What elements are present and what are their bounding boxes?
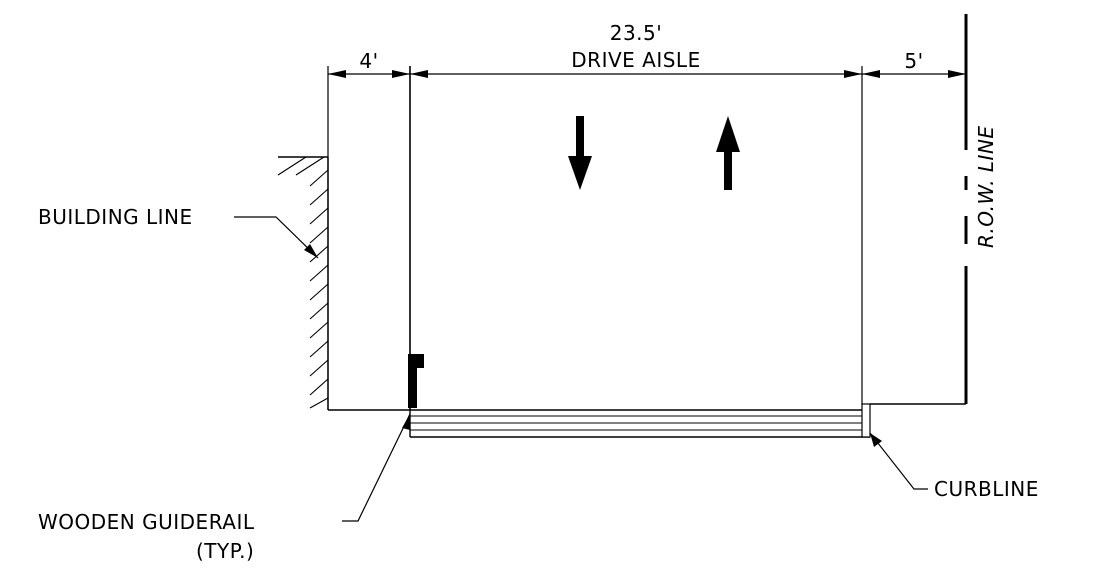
guiderail-leader-arrow [402, 414, 410, 430]
guiderail-label: WOODEN GUIDERAIL [38, 510, 255, 534]
wooden-guiderail-post [408, 354, 424, 408]
dimension-drive-aisle-width: 23.5' [610, 21, 663, 45]
traffic-arrow-down [568, 116, 592, 190]
building-wall [277, 156, 410, 411]
building-line-label: BUILDING LINE [38, 205, 193, 229]
curbline-leader [869, 432, 928, 490]
guiderail-note: (TYP.) [196, 539, 254, 563]
traffic-arrow-up [716, 116, 740, 190]
row-line-label: R.O.W. LINE [974, 125, 998, 248]
curbline-label: CURBLINE [934, 477, 1039, 501]
building-line-leader [234, 216, 319, 259]
curb-strip [409, 403, 871, 438]
dimension-right-offset: 5' [904, 49, 923, 73]
curbline-leader-arrow [870, 433, 882, 447]
drive-aisle-label: DRIVE AISLE [571, 48, 700, 72]
dimension-left-offset: 4' [359, 49, 378, 73]
guiderail-leader [342, 413, 411, 522]
building-line-leader-arrow [304, 244, 318, 258]
dimension-line-top [327, 66, 966, 410]
